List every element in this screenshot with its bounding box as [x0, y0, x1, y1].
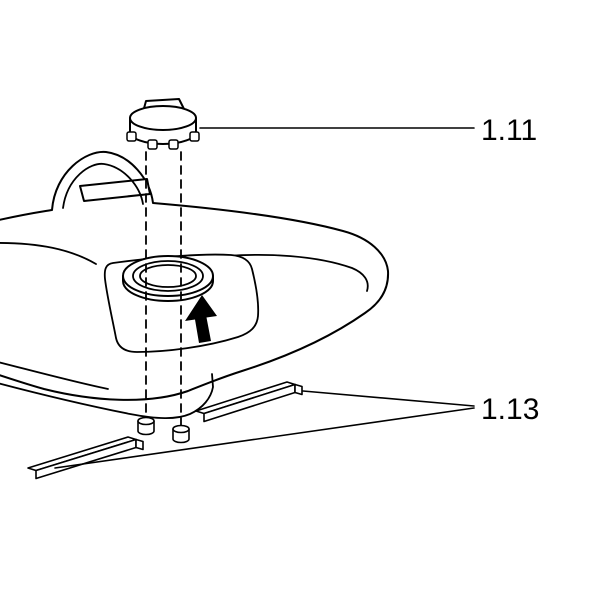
strip-top-face: [27, 436, 137, 472]
mounting-strip-lower: [27, 436, 144, 480]
direction-arrow: [185, 295, 217, 343]
seam-line-left: [0, 242, 97, 265]
skirt-contour-lower: [0, 373, 214, 420]
cap-lug: [147, 139, 158, 150]
leader-lines: [54, 127, 475, 469]
seam-line-right: [213, 254, 369, 292]
strip-end-cap: [294, 383, 303, 396]
label-strips: 1.13: [481, 393, 539, 426]
leader-line-strip-lower: [54, 407, 475, 469]
cap-lug: [126, 131, 137, 142]
cap-top: [129, 105, 197, 131]
neck-ring-lip: [122, 275, 214, 302]
strip-end-cap: [135, 438, 144, 451]
cap-lug: [189, 131, 200, 142]
spacer-bushing-left: [137, 416, 155, 436]
mounting-strip-upper: [195, 381, 303, 423]
neck-middle-ring: [132, 260, 204, 292]
leader-line-strip-upper: [302, 390, 475, 407]
strip-front-face: [203, 383, 296, 423]
label-cap: 1.11: [481, 114, 537, 147]
cap-lug: [168, 139, 179, 150]
handle-slot: [79, 178, 151, 202]
spacer-bushings: [137, 416, 190, 444]
neck-opening: [139, 264, 197, 288]
filler-neck: [122, 255, 214, 302]
fuel-filler-cap: [126, 98, 200, 150]
arch-inner-line: [62, 163, 144, 209]
skirt-contour-upper: [0, 361, 109, 390]
projection-lines: [145, 151, 182, 426]
spacer-bushing-right: [172, 424, 190, 444]
